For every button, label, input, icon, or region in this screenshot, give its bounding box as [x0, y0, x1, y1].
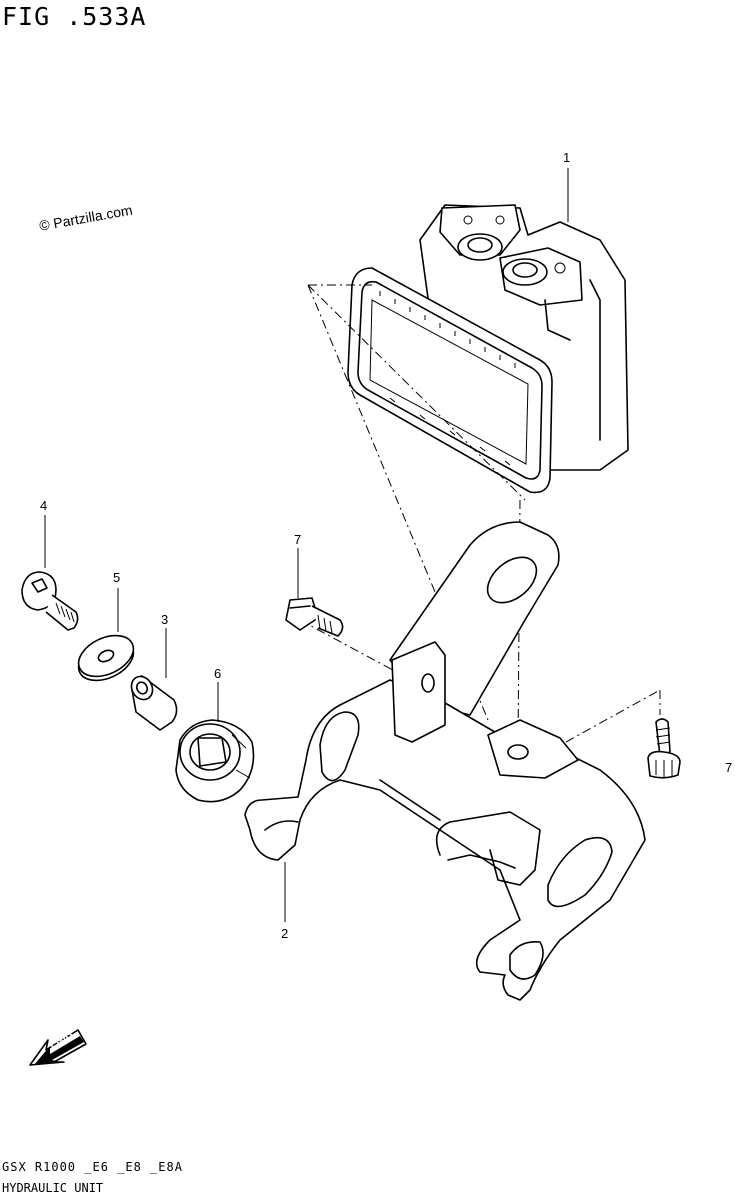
grommet-part-6[interactable] [175, 719, 255, 803]
collar-part-3[interactable] [127, 673, 178, 731]
callout-3: 3 [161, 612, 169, 627]
callout-2: 2 [281, 926, 289, 941]
callout-4: 4 [40, 498, 48, 513]
section-name: HYDRAULIC UNIT [2, 1181, 104, 1195]
bolt-part-4[interactable] [21, 571, 79, 631]
callout-5: 5 [113, 570, 121, 585]
figure-title: FIG .533A [2, 2, 147, 31]
bolt-part-7-right[interactable] [647, 718, 681, 779]
callout-6: 6 [214, 666, 222, 681]
fwd-arrow-icon [29, 1029, 87, 1066]
bracket-part-2[interactable] [244, 521, 646, 1001]
callout-leaders [44, 168, 569, 922]
callout-7-left: 7 [294, 532, 302, 547]
hydraulic-unit-part-1[interactable] [347, 204, 629, 494]
washer-part-5[interactable] [72, 627, 140, 688]
callout-1: 1 [563, 150, 571, 165]
model-code: GSX R1000 _E6 _E8 _E8A [2, 1160, 183, 1174]
callout-7-right: 7 [725, 760, 733, 775]
bolt-part-7-left[interactable] [285, 597, 344, 637]
